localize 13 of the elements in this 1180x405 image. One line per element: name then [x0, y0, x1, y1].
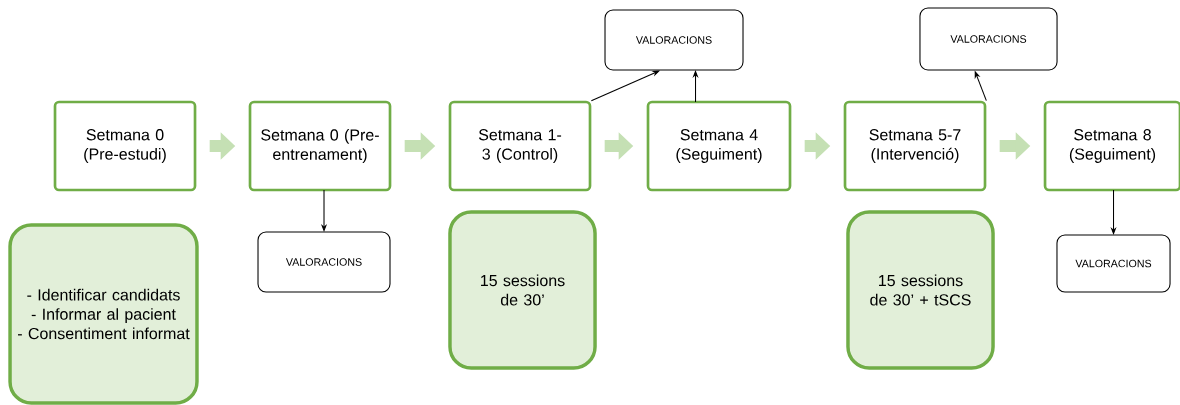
note-box: - Identificar candidats - Informar al pacient - Consentiment informat	[8, 223, 199, 405]
assessment-box: VALORACIONS	[1056, 234, 1171, 293]
note-box: 15 sessions de 30’	[448, 210, 597, 370]
assessment-box: VALORACIONS	[257, 231, 391, 293]
process-box: Setmana 8 (Seguiment)	[1043, 100, 1180, 192]
assessment-box: VALORACIONS	[604, 9, 744, 71]
process-box: Setmana 0 (Pre- entrenament)	[248, 100, 392, 192]
assessment-box: VALORACIONS	[919, 7, 1058, 71]
process-box: Setmana 0 (Pre-estudi)	[53, 100, 197, 192]
process-box: Setmana 5-7 (Intervenció)	[843, 100, 987, 192]
process-box: Setmana 4 (Seguiment)	[646, 100, 792, 192]
note-box: 15 sessions de 30’ + tSCS	[846, 210, 995, 370]
process-box: Setmana 1-3 (Control)	[448, 100, 592, 192]
